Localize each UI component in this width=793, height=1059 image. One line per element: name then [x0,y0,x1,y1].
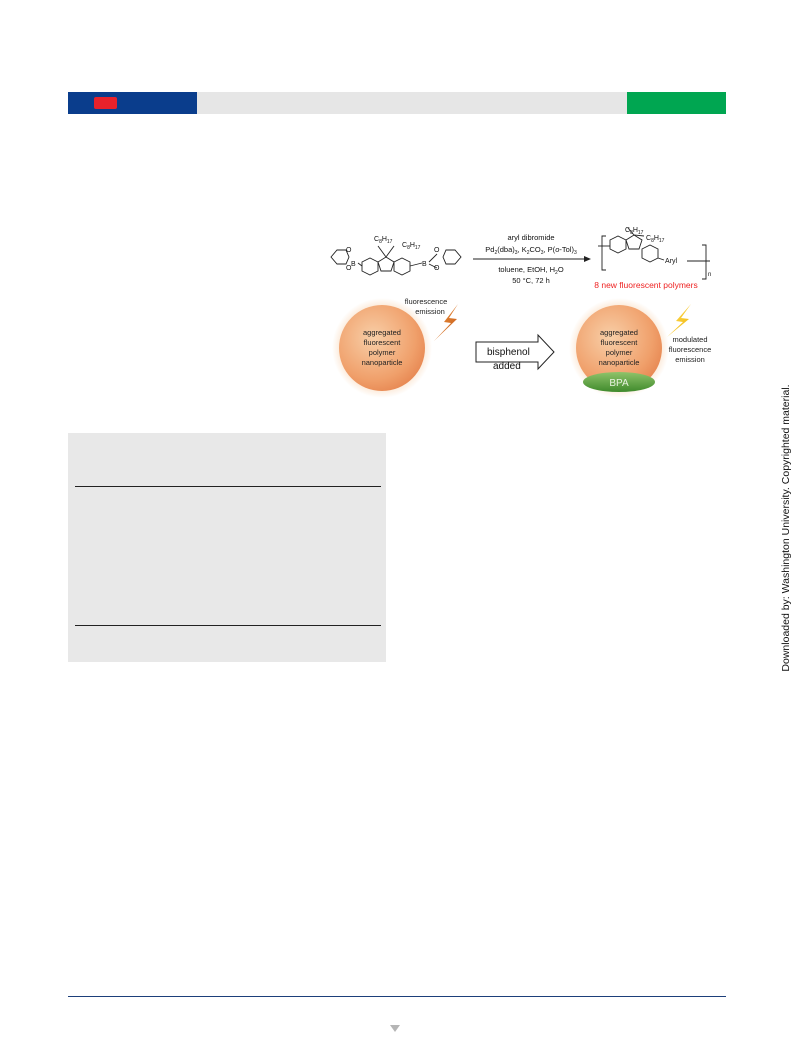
download-notice: Downloaded by: Washington University. Co… [780,384,792,672]
table-panel [68,433,386,662]
nanoparticle-label-right-2: fluorescent [601,338,639,347]
oxygen-label-3: O [434,247,440,254]
process-arrow-icon [475,333,555,371]
nanoparticle-right [576,305,662,391]
nanoparticle-left [339,305,425,391]
table-top-rule [75,486,381,487]
modulated-emission-bolt-icon [667,304,691,337]
monomer-benzene-left [361,257,379,276]
modulated-label-3: emission [675,355,705,364]
emission-label-2: emission [415,307,445,316]
modulated-label-2: fluorescence [669,345,712,354]
nanoparticle-label-right-4: nanoparticle [599,358,640,367]
journal-header-bar [68,92,726,114]
oxygen-label-4: O [434,265,440,272]
bpa-label: BPA [609,378,629,389]
nanoparticle-label-left-3: polymer [369,348,396,357]
footer-rule [68,996,726,997]
conditions-line-2: 50 °C, 72 h [512,276,550,285]
polymer-substituent-label-1: C8H17 [625,227,644,236]
dioxaborinane-ring-right [442,249,462,265]
nanoparticle-label-left-4: nanoparticle [362,358,403,367]
modulated-label-1: modulated [672,335,707,344]
arrow-label-bisphenol: bisphenol [487,347,530,358]
aryl-label: Aryl [665,258,678,265]
monomer-structure [330,245,462,276]
emission-bolt-icon [434,304,458,341]
header-blue-block [68,92,197,114]
boron-label-right: B [422,261,427,268]
reaction-arrow-head [584,256,591,262]
journal-logo-badge [94,97,117,109]
boron-label-left: B [351,261,356,268]
arrow-label-added: added [493,361,521,372]
table-bottom-rule [75,625,381,626]
bpa-pill [583,372,655,392]
oxygen-label-2: O [346,265,352,272]
nanoparticle-label-left-2: fluorescent [364,338,402,347]
oxygen-label-1: O [346,247,352,254]
monomer-cyclopentadiene [377,256,395,272]
page-down-icon[interactable] [390,1025,400,1032]
polymer-cyclopentadiene [625,234,643,250]
nanoparticle-label-left-1: aggregated [363,328,401,337]
reagent-line-1: aryl dibromide [507,233,554,242]
emission-label-1: fluorescence [405,297,448,306]
monomer-benzene-right [393,257,411,276]
nanoparticle-label-right-3: polymer [606,348,633,357]
graphical-abstract: C8H17 C8H17 B B O O O O aryl dibromide P… [330,227,712,398]
header-green-block [627,92,726,114]
polymer-benzene-right [641,244,659,263]
conditions-line-1: toluene, EtOH, H2O [498,265,563,276]
highlight-text: 8 new fluorescent polymers [594,280,697,290]
repeat-unit-n: n [708,272,711,278]
dioxaborinane-ring-left [330,249,350,265]
nanoparticle-label-right-1: aggregated [600,328,638,337]
polymer-structure [598,227,710,280]
polymer-substituent-label-2: C8H17 [646,235,665,244]
monomer-substituent-label-2: C8H17 [402,242,421,251]
monomer-substituent-label-1: C8H17 [374,236,393,245]
polymer-benzene-left [609,235,627,254]
reagent-line-2: Pd2(dba)3, K2CO3, P(o-Tol)3 [485,245,577,256]
